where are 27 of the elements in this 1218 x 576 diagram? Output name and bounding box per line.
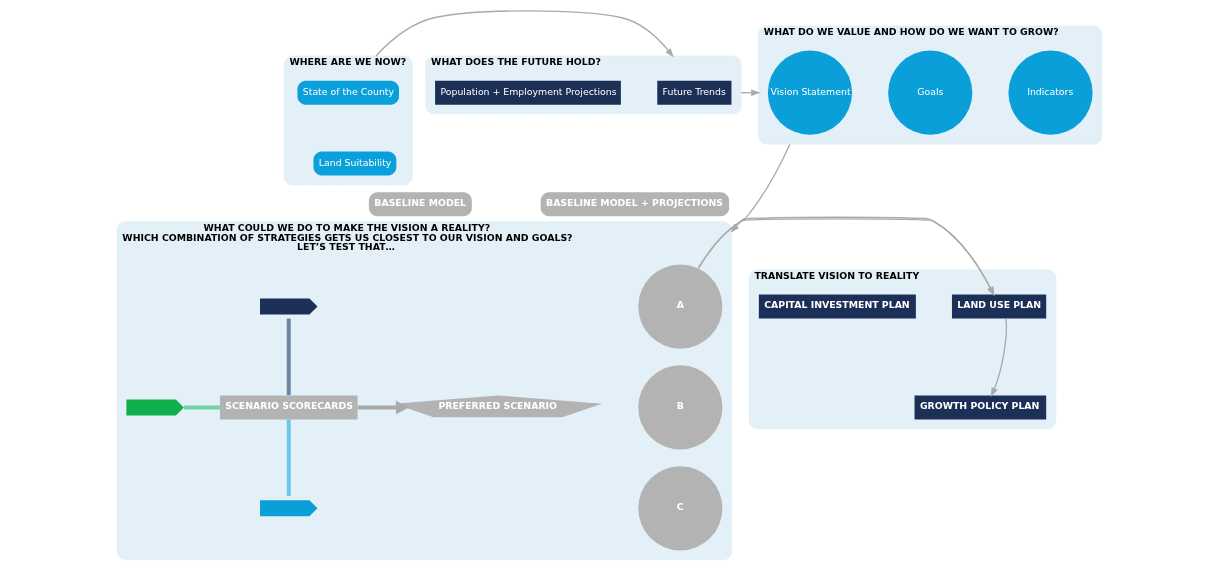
arrow: [990, 317, 1007, 398]
node-circle: Vision Statement: [767, 50, 852, 135]
arrow: [697, 216, 994, 297]
connector: [286, 318, 291, 396]
node-circle: B: [637, 365, 722, 450]
node-arrow: [125, 399, 184, 416]
node-box: State of the County: [296, 80, 399, 105]
connector: [183, 405, 220, 410]
node-box: GROWTH POLICY PLAN: [914, 395, 1046, 420]
connector: [286, 419, 291, 497]
node-circle: A: [637, 264, 722, 349]
node-box: LAND USE PLAN: [951, 294, 1046, 319]
node-box: CAPITAL INVESTMENT PLAN: [758, 294, 916, 319]
node-circle: Goals: [887, 50, 972, 135]
arrow: [374, 10, 674, 58]
arrow: [357, 400, 409, 415]
node-box: BASELINE MODEL + PROJECTIONS: [540, 192, 729, 217]
node-circle: Indicators: [1007, 50, 1093, 135]
node-box: BASELINE MODEL: [368, 192, 472, 217]
node-box: Land Suitability: [313, 151, 396, 176]
arrow: [729, 143, 791, 233]
node-box: Future Trends: [656, 80, 731, 105]
node-box: SCENARIO SCORECARDS: [219, 395, 358, 420]
node-box: Population + Employment Projections: [434, 80, 621, 105]
node-arrow: [259, 500, 317, 517]
node-arrow: [259, 298, 317, 315]
node-circle: C: [637, 466, 722, 551]
